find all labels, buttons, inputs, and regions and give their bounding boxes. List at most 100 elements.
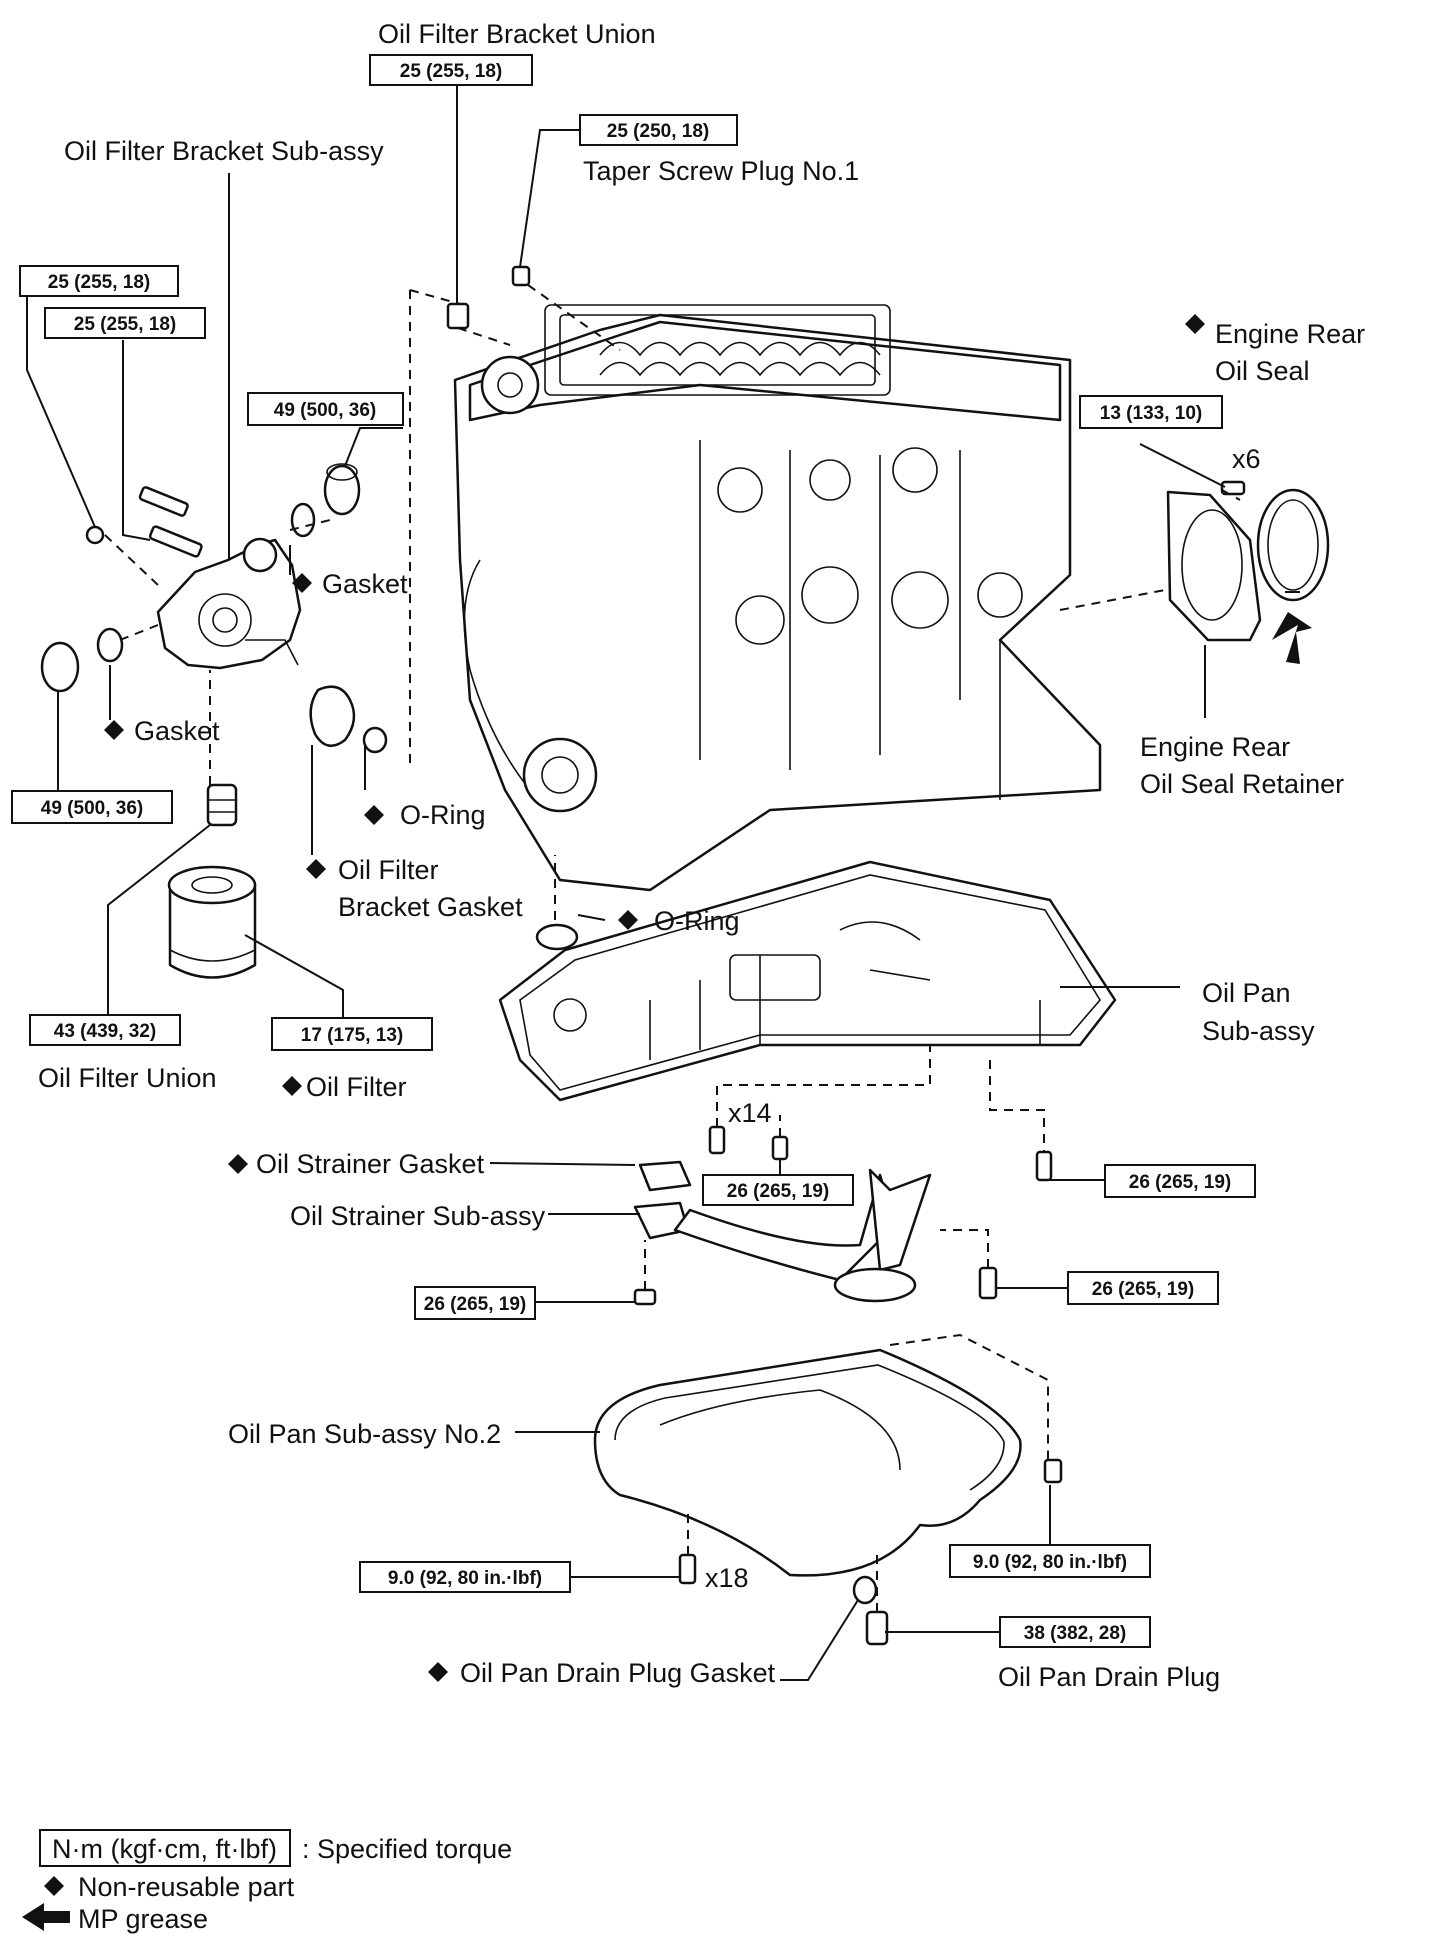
torque-box-drain-plug: 38 (382, 28) xyxy=(999,1616,1151,1648)
torque-box-bracket-bolt-a: 25 (255, 18) xyxy=(19,265,179,297)
label-gasket-lower: Gasket xyxy=(104,716,220,746)
label-oil-pan-sub-assy-no2: Oil Pan Sub-assy No.2 xyxy=(228,1419,501,1449)
label-oil-pan-sub-assy: Oil Pan Sub-assy xyxy=(1202,978,1315,1046)
non-reusable-diamond-icon xyxy=(282,1076,302,1096)
assembly-dashed-lines xyxy=(104,284,1241,1612)
legend-non-reusable: Non-reusable part xyxy=(78,1872,295,1902)
torque-box-pan2-bolt-left: 9.0 (92, 80 in.·lbf) xyxy=(359,1561,571,1593)
non-reusable-diamond-icon xyxy=(306,859,326,879)
label-taper-screw-plug: Taper Screw Plug No.1 xyxy=(583,156,859,186)
taper-screw-plug xyxy=(511,265,531,287)
svg-text:25 (255, 18): 25 (255, 18) xyxy=(400,61,502,82)
legend-specified-torque: : Specified torque xyxy=(302,1834,512,1864)
gasket-upper-ring xyxy=(290,502,316,538)
label-oil-strainer-gasket: Oil Strainer Gasket xyxy=(228,1149,485,1179)
bracket-union xyxy=(446,302,470,330)
svg-text:9.0 (92, 80 in.·lbf): 9.0 (92, 80 in.·lbf) xyxy=(388,1568,542,1589)
legend: N·m (kgf·cm, ft·lbf) : Specified torque … xyxy=(22,1829,512,1934)
svg-text:13 (133, 10): 13 (133, 10) xyxy=(1100,403,1202,424)
label-o-ring-lower: O-Ring xyxy=(618,906,740,936)
torque-box-strainer-nut: 26 (265, 19) xyxy=(414,1286,536,1320)
torque-box-oil-filter: 17 (175, 13) xyxy=(271,1017,433,1051)
oil-filter-part xyxy=(167,865,257,979)
drain-plug-part xyxy=(865,1610,889,1646)
non-reusable-diamond-icon xyxy=(44,1876,64,1896)
torque-box-bracket-union: 25 (255, 18) xyxy=(369,54,533,86)
label-oil-filter-bracket-gasket: Oil Filter Bracket Gasket xyxy=(306,855,523,922)
non-reusable-diamond-icon xyxy=(618,910,638,930)
label-oil-filter: Oil Filter xyxy=(282,1072,407,1102)
o-ring-upper xyxy=(362,726,388,754)
non-reusable-diamond-icon xyxy=(1185,314,1205,334)
mp-grease-arrow xyxy=(1272,612,1312,664)
label-engine-rear-oil-seal-retainer: Engine Rear Oil Seal Retainer xyxy=(1140,732,1344,799)
legend-unit-box xyxy=(39,1829,291,1867)
torque-box-taper-plug: 25 (250, 18) xyxy=(579,114,738,146)
label-gasket-upper: Gasket xyxy=(292,569,408,599)
count-pan-bolts: x14 xyxy=(728,1098,772,1128)
label-oil-filter-union: Oil Filter Union xyxy=(38,1063,217,1093)
retainer-bolt xyxy=(1220,480,1246,496)
bracket-gasket xyxy=(309,685,356,747)
oil-pan xyxy=(498,860,1117,1102)
svg-text:Oil Pan Drain Plug Gasket: Oil Pan Drain Plug Gasket xyxy=(460,1658,776,1688)
label-oil-filter-bracket-union: Oil Filter Bracket Union xyxy=(378,19,656,49)
oil-pan-bolts xyxy=(708,1125,1053,1182)
gasket-lower-ring xyxy=(96,627,124,663)
legend-unit-text: N·m (kgf·cm, ft·lbf) xyxy=(52,1834,277,1864)
svg-text:Oil Pan: Oil Pan xyxy=(1202,978,1291,1008)
mp-grease-arrow-icon xyxy=(22,1903,70,1931)
svg-text:O-Ring: O-Ring xyxy=(400,800,486,830)
count-retainer-bolts: x6 xyxy=(1232,444,1261,474)
torque-box-pan2-bolt-right: 9.0 (92, 80 in.·lbf) xyxy=(949,1544,1151,1578)
svg-text:Gasket: Gasket xyxy=(134,716,220,746)
torque-box-pan-bolt-right: 26 (265, 19) xyxy=(1104,1164,1256,1198)
svg-text:49 (500, 36): 49 (500, 36) xyxy=(41,798,143,819)
svg-text:Engine Rear: Engine Rear xyxy=(1215,319,1365,349)
svg-text:26 (265, 19): 26 (265, 19) xyxy=(424,1294,526,1315)
torque-box-filter-union: 43 (439, 32) xyxy=(29,1014,181,1046)
svg-text:9.0 (92, 80 in.·lbf): 9.0 (92, 80 in.·lbf) xyxy=(973,1552,1127,1573)
strainer-fasteners xyxy=(633,1266,998,1306)
svg-text:26 (265, 19): 26 (265, 19) xyxy=(1092,1279,1194,1300)
label-oil-pan-drain-plug: Oil Pan Drain Plug xyxy=(998,1662,1220,1692)
engine-block xyxy=(453,304,1102,892)
engine-rear-oil-seal xyxy=(1256,488,1330,602)
oil-filter-union-part xyxy=(206,783,238,827)
drain-plug-gasket-part xyxy=(852,1575,878,1605)
non-reusable-diamond-icon xyxy=(104,720,124,740)
svg-text:26 (265, 19): 26 (265, 19) xyxy=(1129,1172,1231,1193)
non-reusable-diamond-icon xyxy=(364,805,384,825)
torque-box-strainer-bolt: 26 (265, 19) xyxy=(1067,1271,1219,1305)
label-o-ring-upper: O-Ring xyxy=(364,800,486,830)
svg-text:Oil Seal Retainer: Oil Seal Retainer xyxy=(1140,769,1344,799)
svg-text:17 (175, 13): 17 (175, 13) xyxy=(301,1025,403,1046)
svg-text:Oil Filter: Oil Filter xyxy=(338,855,439,885)
bracket-bolts xyxy=(138,486,203,558)
svg-text:49 (500, 36): 49 (500, 36) xyxy=(274,400,376,421)
svg-text:38 (382, 28): 38 (382, 28) xyxy=(1024,1623,1126,1644)
svg-text:Oil Filter: Oil Filter xyxy=(306,1072,407,1102)
torque-box-bracket-bolt-b: 25 (255, 18) xyxy=(44,307,206,339)
non-reusable-diamond-icon xyxy=(428,1662,448,1682)
svg-text:25 (250, 18): 25 (250, 18) xyxy=(607,121,709,142)
svg-text:Oil Strainer Gasket: Oil Strainer Gasket xyxy=(256,1149,485,1179)
non-reusable-diamond-icon xyxy=(228,1154,248,1174)
svg-text:O-Ring: O-Ring xyxy=(654,906,740,936)
plug-lower xyxy=(40,641,80,693)
svg-text:Gasket: Gasket xyxy=(322,569,408,599)
oil-pan-no2 xyxy=(593,1348,1022,1577)
plug-upper xyxy=(323,463,361,516)
bracket-union-small xyxy=(85,525,105,545)
label-oil-strainer-sub-assy: Oil Strainer Sub-assy xyxy=(290,1201,546,1231)
label-engine-rear-oil-seal: Engine Rear Oil Seal xyxy=(1185,314,1365,386)
torque-box-seal-retainer-bolt: 13 (133, 10) xyxy=(1079,395,1223,429)
oil-strainer xyxy=(633,1160,932,1303)
label-oil-pan-drain-plug-gasket: Oil Pan Drain Plug Gasket xyxy=(428,1658,776,1688)
svg-text:25 (255, 18): 25 (255, 18) xyxy=(48,272,150,293)
leader-lines xyxy=(26,70,1300,1681)
svg-text:43 (439, 32): 43 (439, 32) xyxy=(54,1021,156,1042)
torque-box-plug-upper: 49 (500, 36) xyxy=(247,392,404,426)
